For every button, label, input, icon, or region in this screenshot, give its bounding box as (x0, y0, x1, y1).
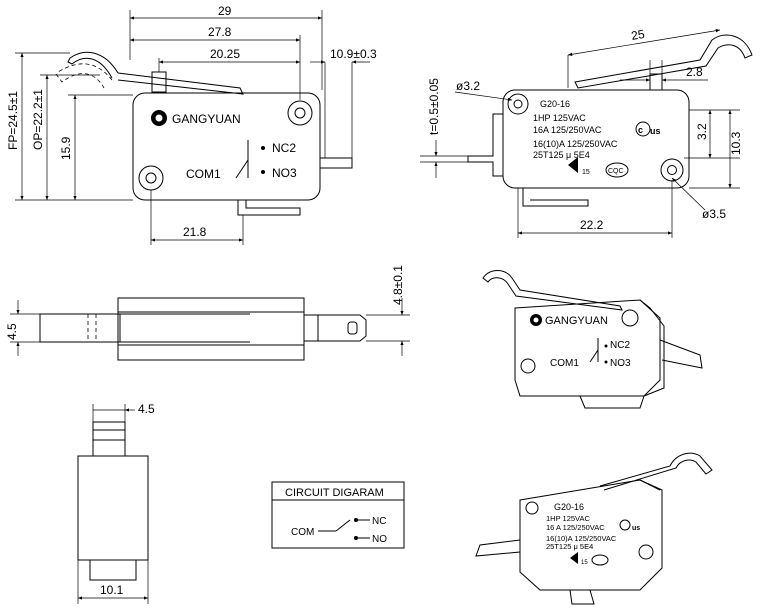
front-dim-com: 21.8 (183, 225, 207, 239)
k-mark-icon: 15 (568, 157, 590, 176)
bottom-tab (92, 421, 126, 457)
circuit-label-com: COM (291, 527, 314, 538)
side-body (117, 297, 305, 361)
iso-rear-model: G20-16 (554, 502, 584, 512)
front-view: GANGYUAN NC2 NO3 COM1 29 27.8 20.25 10.9… (6, 4, 377, 245)
front-terminal-bottom (237, 200, 301, 216)
iso-rear-lever (599, 452, 713, 491)
rear-rating2: 16A 125/250VAC (533, 125, 602, 135)
rear-rating4: 25T125 μ 5E4 (533, 150, 590, 160)
iso-k-mark-icon: 15 (570, 552, 588, 566)
front-hole-bottom (138, 165, 164, 191)
ul-icon: c us (635, 121, 661, 137)
front-lever (117, 72, 244, 95)
iso-front-lever (482, 270, 623, 311)
rear-plunger (649, 73, 663, 91)
iso-front-terminal (659, 339, 703, 369)
iso-rear-rating3: 16(10)A 125/250VAC (546, 534, 617, 543)
rear-dim-hole: ø3.2 (456, 79, 480, 93)
iso-rear-rating2: 16 A 125/250VAC (546, 523, 605, 532)
rear-dim-t: t=0.5±0.05 (427, 78, 441, 135)
front-dim-plunger: 20.25 (210, 47, 240, 61)
rear-rating1: 1HP 125VAC (533, 113, 586, 123)
iso-front-brand: GANGYUAN (545, 315, 608, 327)
front-label-com: COM1 (186, 167, 221, 181)
front-dim-overall: 29 (218, 4, 232, 18)
side-dim-body: 4.5 (5, 323, 19, 340)
circuit-title: CIRCUIT DIGARAM (285, 487, 384, 499)
front-dim-terminal: 10.9±0.3 (330, 47, 377, 61)
svg-text:us: us (650, 126, 661, 136)
front-hole-top (287, 100, 313, 126)
rear-dim-width: 22.2 (580, 218, 604, 232)
iso-rear-rating4: 25T125 μ 5E4 (546, 542, 593, 551)
iso-ul-icon: us (619, 519, 640, 532)
front-switch-body (132, 92, 321, 201)
rear-hole-bottom (660, 158, 684, 182)
front-label-nc: NC2 (272, 141, 296, 155)
svg-text:15: 15 (582, 169, 590, 176)
circuit-label-nc: NC (372, 516, 386, 527)
bottom-dim-tab: 4.5 (138, 402, 155, 416)
svg-text:CQC: CQC (608, 168, 624, 175)
side-terminal (304, 314, 367, 342)
rear-terminal-left (467, 113, 503, 177)
rear-model: G20-16 (540, 99, 570, 109)
rear-view: G20-16 1HP 125VAC 16A 125/250VAC 16(10)A… (420, 27, 753, 238)
front-label-no: NO3 (272, 166, 297, 180)
rear-terminal-bottom (522, 188, 589, 207)
front-dim-op: OP=22.2±1 (31, 89, 45, 150)
cqc-icon: CQC (605, 162, 629, 178)
front-dim-fp: FP=24.5±1 (6, 91, 20, 150)
iso-front-view: GANGYUAN NC2 NO3 COM1 (482, 270, 703, 409)
rear-hole-top (507, 93, 529, 115)
iso-rear-rating1: 1HP 125VAC (546, 514, 590, 523)
rear-rating3: 16(10)A 125/250VAC (533, 139, 618, 149)
bottom-body (77, 455, 149, 561)
iso-front-label-com: COM1 (550, 358, 579, 369)
front-lever-roller (67, 51, 119, 79)
svg-text:us: us (632, 525, 640, 532)
circuit-label-no: NO (372, 534, 387, 545)
side-lever (39, 313, 121, 343)
front-dim-height: 15.9 (59, 136, 73, 160)
iso-front-label-no: NO3 (610, 358, 631, 369)
bottom-terminal (89, 559, 137, 581)
rear-dim-plunger: 2.8 (686, 65, 703, 79)
svg-text:c: c (638, 125, 643, 135)
bottom-dim-width: 10.1 (100, 583, 124, 597)
side-view: 4.5 4.8±0.1 (5, 265, 410, 361)
rear-switch-body (502, 89, 690, 189)
svg-text:15: 15 (581, 560, 588, 566)
rear-dim-hole-offset: 3.2 (695, 123, 709, 140)
rear-dim-hole-height: 10.3 (729, 131, 743, 155)
circuit-diagram: CIRCUIT DIGARAM COM NC NO (271, 481, 405, 549)
iso-cqc-icon (591, 554, 609, 566)
iso-rear-terminal-left (475, 539, 521, 557)
iso-rear-view: G20-16 1HP 125VAC 16 A 125/250VAC 16(10)… (475, 452, 713, 605)
circuit-box (271, 481, 405, 549)
front-terminal-right (320, 157, 353, 169)
bottom-view: 4.5 10.1 (77, 402, 155, 604)
rear-dim-lever: 25 (630, 27, 646, 43)
iso-front-label-nc: NC2 (610, 340, 630, 351)
side-dim-thickness: 4.8±0.1 (391, 265, 405, 305)
front-dim-pivot: 27.8 (208, 25, 232, 39)
front-brand: GANGYUAN (172, 112, 241, 126)
front-plunger (151, 71, 167, 93)
rear-dim-hole2: ø3.5 (702, 207, 726, 221)
